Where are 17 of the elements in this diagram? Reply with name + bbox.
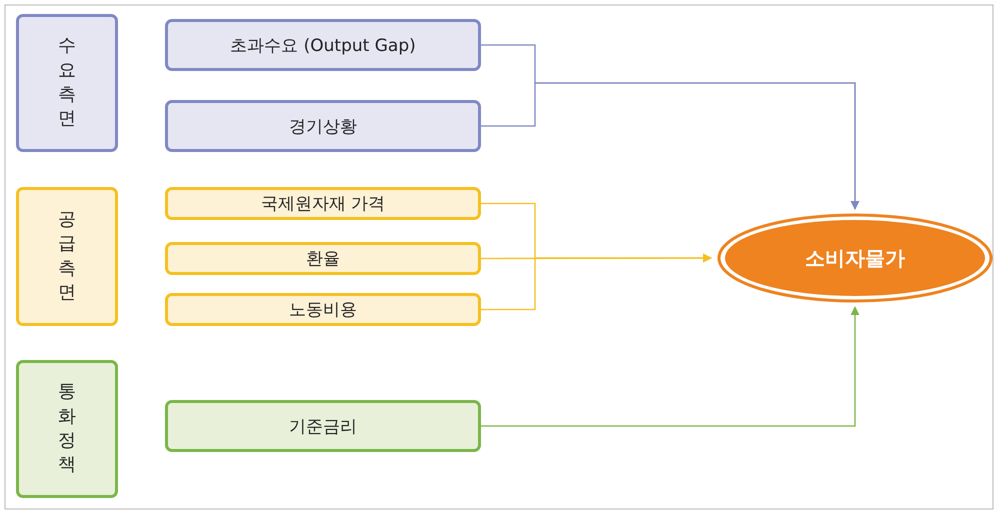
factor-box: 환율 [165, 242, 481, 275]
category-box [16, 14, 118, 152]
arrow [481, 254, 712, 310]
category-label: 수요측면 [57, 34, 77, 132]
arrow [481, 82, 860, 210]
factor-box: 노동비용 [165, 293, 481, 326]
arrow [481, 306, 860, 427]
result-ellipse [717, 213, 993, 303]
category-label: 통화정책 [57, 380, 77, 478]
node-label: 소비자물가 [805, 244, 905, 272]
factor-box: 국제원자재 가격 [165, 187, 481, 220]
category-label: 공급측면 [57, 208, 77, 305]
category-box [16, 187, 118, 326]
factor-box: 초과수요 (Output Gap) [165, 19, 481, 71]
factor-box: 경기상황 [165, 100, 481, 152]
category-box [16, 360, 118, 498]
factor-box: 기준금리 [165, 400, 481, 452]
